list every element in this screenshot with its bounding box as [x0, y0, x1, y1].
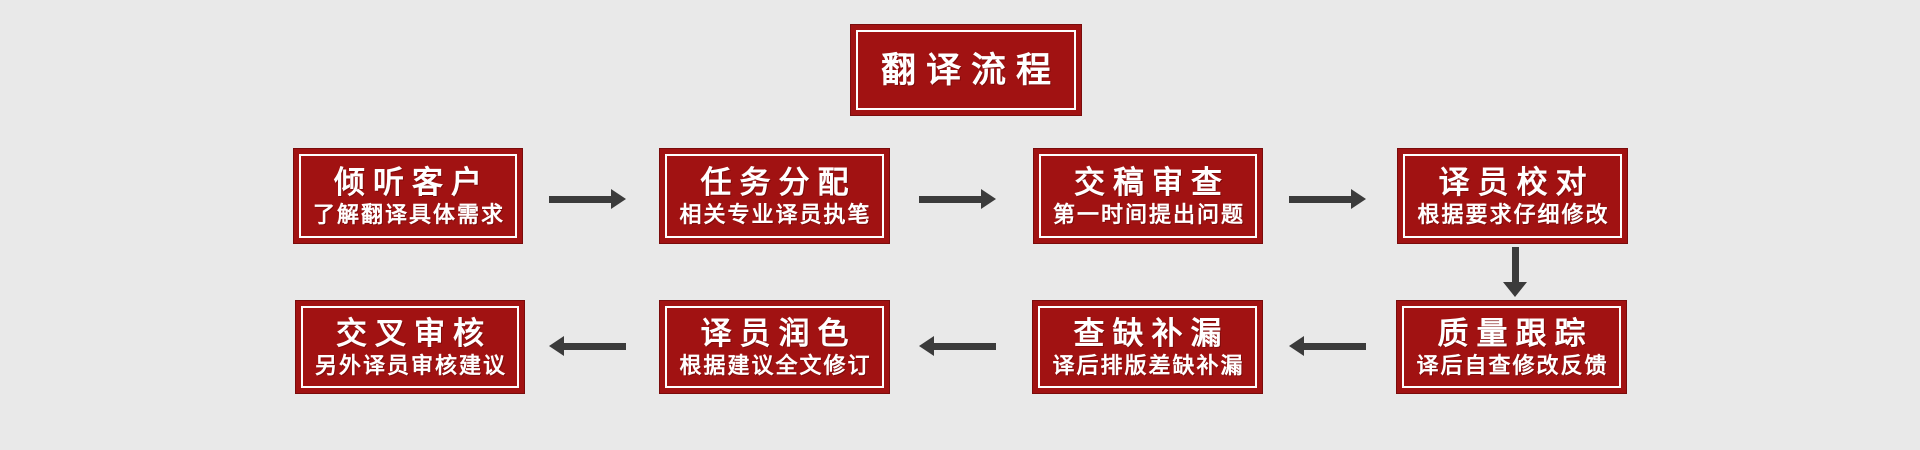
- flow-step-sublabel: 第一时间提出问题: [1052, 201, 1245, 227]
- flow-title-label: 翻译流程: [880, 50, 1061, 90]
- arrow-right-icon: [919, 189, 996, 209]
- arrow-down-icon: [1502, 247, 1528, 297]
- flow-step-sublabel: 译后排版差缺补漏: [1052, 352, 1245, 378]
- flow-step-label: 交叉审核: [336, 315, 492, 351]
- arrow-left-icon: [919, 336, 996, 356]
- flow-step-box: 交叉审核 另外译员审核建议: [295, 300, 525, 394]
- flow-step-box: 任务分配 相关专业译员执笔: [659, 148, 890, 244]
- arrow-left-icon: [549, 336, 626, 356]
- flow-step-label: 倾听客户: [334, 164, 490, 200]
- flow-step-box: 译员校对 根据要求仔细修改: [1397, 148, 1628, 244]
- flow-step-sublabel: 了解翻译具体需求: [312, 201, 505, 227]
- flow-step-label: 查缺补漏: [1073, 315, 1230, 351]
- flow-step-box: 译员润色 根据建议全文修订: [659, 300, 890, 394]
- flow-step-sublabel: 根据建议全文修订: [679, 352, 872, 378]
- flow-step-box: 交稿审查 第一时间提出问题: [1033, 148, 1263, 244]
- flow-step-box: 查缺补漏 译后排版差缺补漏: [1032, 300, 1263, 394]
- arrow-right-icon: [1289, 189, 1366, 209]
- arrow-right-icon: [549, 189, 626, 209]
- flow-step-sublabel: 另外译员审核建议: [314, 352, 507, 378]
- flow-step-box: 倾听客户 了解翻译具体需求: [293, 148, 523, 244]
- flow-step-label: 交稿审查: [1074, 164, 1230, 200]
- flow-step-label: 任务分配: [700, 164, 857, 200]
- arrow-left-icon: [1289, 336, 1366, 356]
- flow-step-sublabel: 相关专业译员执笔: [679, 201, 872, 227]
- flow-title-frame: 翻译流程: [856, 30, 1076, 110]
- flow-step-label: 译员润色: [700, 315, 857, 351]
- flow-step-label: 译员校对: [1438, 164, 1595, 200]
- flow-step-sublabel: 根据要求仔细修改: [1417, 201, 1610, 227]
- flow-title-box: 翻译流程: [850, 24, 1082, 116]
- flow-step-sublabel: 译后自查修改反馈: [1416, 352, 1609, 378]
- flow-step-label: 质量跟踪: [1437, 315, 1594, 351]
- flow-step-box: 质量跟踪 译后自查修改反馈: [1396, 300, 1627, 394]
